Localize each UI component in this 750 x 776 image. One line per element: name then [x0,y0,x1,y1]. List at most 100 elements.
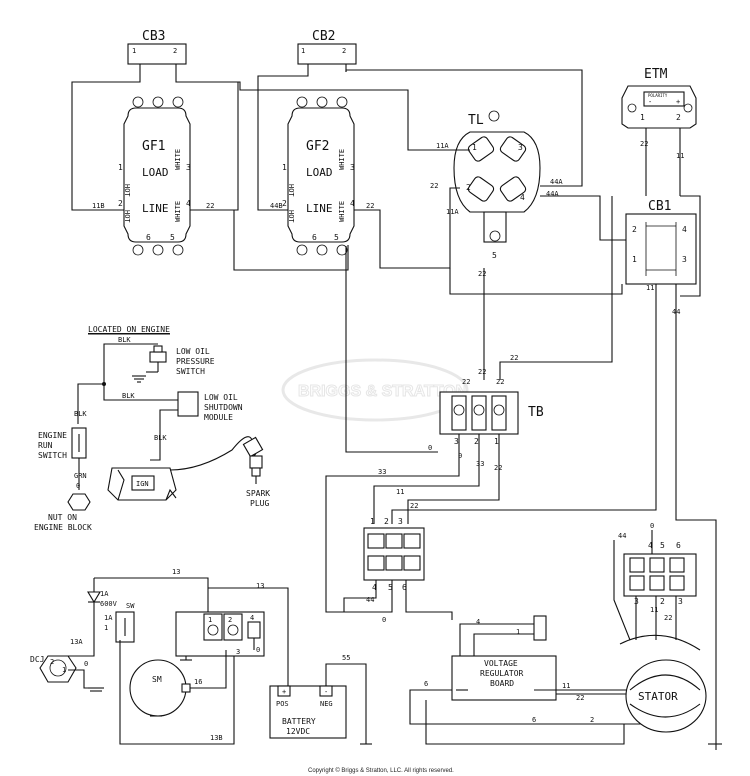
etm-label: ETM [644,67,668,82]
svg-text:1: 1 [494,437,499,446]
svg-text:GRN: GRN [74,472,87,480]
svg-text:44: 44 [366,596,374,604]
svg-text:22: 22 [462,378,470,386]
svg-text:0: 0 [84,660,88,668]
svg-text:6: 6 [424,680,428,688]
svg-text:POS: POS [276,700,289,708]
svg-text:6: 6 [532,716,536,724]
svg-text:LOW OIL: LOW OIL [176,347,210,356]
svg-text:HOT: HOT [123,184,131,197]
svg-text:16: 16 [194,678,202,686]
svg-text:LOAD: LOAD [142,166,169,179]
svg-text:POLARITY: POLARITY [648,93,668,98]
svg-text:11B: 11B [92,202,105,210]
svg-text:DCJ: DCJ [30,655,44,664]
svg-text:LINE: LINE [142,202,169,215]
starter-section: 13 1A 600V 1A 1 SW 13A DCJ 21 0 SC 12 4 … [30,568,289,745]
svg-text:NUT ON: NUT ON [48,513,77,522]
svg-text:1A: 1A [104,614,113,622]
svg-text:WHITE: WHITE [174,149,182,170]
svg-text:LOAD: LOAD [306,166,333,179]
svg-text:2: 2 [632,225,637,234]
svg-text:6: 6 [676,541,681,550]
svg-text:MODULE: MODULE [204,413,233,422]
svg-text:HOT: HOT [287,184,295,197]
cb3-breaker: CB3 1 2 [127,29,187,72]
svg-text:BLK: BLK [74,410,87,418]
cb1-label: CB1 [648,199,671,214]
svg-text:5: 5 [334,233,339,242]
svg-text:ENGINE BLOCK: ENGINE BLOCK [34,523,92,532]
copyright-text: Copyright © Briggs & Stratton, LLC. All … [308,767,454,774]
svg-text:22: 22 [410,502,418,510]
svg-text:1: 1 [132,47,136,55]
svg-text:22: 22 [510,354,518,362]
svg-text:4: 4 [372,583,377,592]
svg-text:55: 55 [342,654,350,662]
svg-text:1A: 1A [100,590,109,598]
svg-text:1: 1 [118,163,123,172]
svg-text:4: 4 [648,541,653,550]
svg-text:4: 4 [350,199,355,208]
svg-text:22: 22 [366,202,374,210]
svg-text:RUN: RUN [38,441,53,450]
svg-text:2: 2 [474,437,479,446]
svg-text:3: 3 [454,437,459,446]
svg-text:22: 22 [664,614,672,622]
svg-text:13: 13 [172,568,180,576]
svg-text:13B: 13B [210,734,223,742]
svg-text:WHITE: WHITE [338,201,346,222]
svg-text:3: 3 [236,648,240,656]
svg-text:11A: 11A [436,142,449,150]
gf2-label: GF2 [306,139,329,154]
svg-text:12VDC: 12VDC [286,727,310,736]
svg-text:VOLTAGE: VOLTAGE [484,659,518,668]
svg-text:11: 11 [562,682,570,690]
svg-text:11: 11 [646,284,654,292]
svg-text:SW: SW [126,602,135,610]
svg-text:22: 22 [478,368,486,376]
tl-label: TL [468,113,484,128]
svg-text:2: 2 [342,47,346,55]
svg-text:0: 0 [76,482,80,490]
svg-text:44A: 44A [550,178,563,186]
svg-text:-: - [648,98,652,106]
svg-text:IGN: IGN [136,480,149,488]
svg-text:1: 1 [516,628,520,636]
svg-text:1: 1 [472,143,477,152]
svg-text:STATOR: STATOR [638,690,678,703]
svg-text:0: 0 [650,522,654,530]
svg-text:BOARD: BOARD [490,679,514,688]
svg-text:11: 11 [396,488,404,496]
located-on-engine-label: LOCATED ON ENGINE [88,325,170,334]
svg-text:NEG: NEG [320,700,333,708]
svg-text:22: 22 [430,182,438,190]
svg-text:3: 3 [350,163,355,172]
top-wiring: 11B 11A 44B 44A 44A 22 22 22 11A 22 22 [71,69,717,750]
svg-text:22: 22 [640,140,648,148]
svg-text:-: - [324,688,328,696]
svg-text:WHITE: WHITE [338,149,346,170]
svg-text:2: 2 [384,517,389,526]
svg-text:22: 22 [576,694,584,702]
svg-text:1: 1 [282,163,287,172]
svg-text:6: 6 [146,233,151,242]
svg-text:LINE: LINE [306,202,333,215]
svg-text:5: 5 [170,233,175,242]
svg-text:SWITCH: SWITCH [38,451,67,460]
engine-section: LOCATED ON ENGINE BLK LOW OIL PRESSURE S… [34,325,270,532]
svg-text:5: 5 [660,541,665,550]
cb2-label: CB2 [312,29,335,44]
cb2-breaker: CB2 1 2 [297,29,357,72]
svg-text:1: 1 [62,666,66,674]
svg-text:2: 2 [228,616,232,624]
svg-text:1: 1 [208,616,212,624]
svg-text:600V: 600V [100,600,118,608]
svg-text:+: + [676,98,680,106]
